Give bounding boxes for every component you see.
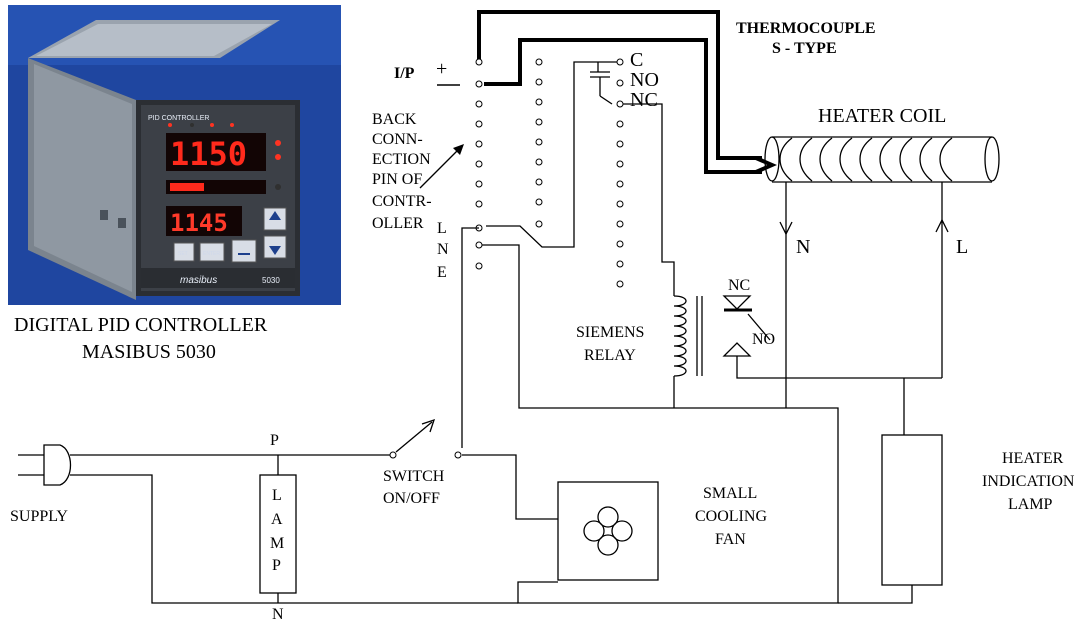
hil-label-2: INDICATION — [982, 473, 1075, 490]
heater-coil-label: HEATER COIL — [818, 105, 946, 127]
relay-coil — [661, 115, 703, 408]
thermocouple-leads — [477, 10, 777, 174]
svg-text:P: P — [272, 557, 281, 574]
svg-text:M: M — [270, 535, 284, 552]
thermocouple-type: S - TYPE — [772, 40, 837, 57]
p-label: P — [270, 432, 279, 449]
main-wiring — [70, 227, 913, 604]
switch-label-2: ON/OFF — [383, 490, 440, 507]
coil-n-label: N — [796, 236, 810, 258]
sv-display: 1145 — [170, 209, 228, 237]
supply-plug — [18, 444, 72, 486]
key-enter: ENTER — [203, 251, 220, 257]
ip-plus: + — [436, 58, 447, 80]
pin-column-1 — [475, 58, 483, 270]
heater-coil — [764, 136, 1000, 183]
svg-text:A: A — [271, 511, 283, 528]
pv-display: 1150 — [170, 135, 247, 173]
ip-label: I/P — [394, 65, 415, 82]
model-number: 5030 — [262, 276, 280, 285]
brand-name: masibus — [180, 275, 217, 286]
coil-l-label: L — [956, 236, 968, 258]
pin-column-3 — [616, 58, 624, 288]
hil-label-3: LAMP — [1008, 496, 1053, 513]
panel-title: PID CONTROLLER — [148, 115, 209, 122]
svg-text:BACK: BACK — [372, 111, 417, 128]
key-set: SET — [178, 251, 188, 257]
relay-c-label: C — [630, 49, 643, 71]
svg-text:ECTION: ECTION — [372, 151, 431, 168]
svg-text:CONN-: CONN- — [372, 131, 423, 148]
relay-nc-label: NC — [630, 89, 658, 111]
switch-label-1: SWITCH — [383, 468, 445, 485]
svg-text:OLLER: OLLER — [372, 215, 424, 232]
svg-text:CONTR-: CONTR- — [372, 193, 432, 210]
svg-text:L: L — [272, 487, 282, 504]
pointer-arrow — [419, 145, 463, 189]
relay-no-label: NO — [630, 69, 659, 91]
relay-name-2: RELAY — [584, 347, 636, 364]
pointer-arrow-head — [453, 144, 464, 155]
supply-label: SUPPLY — [10, 508, 68, 525]
fan-label-3: FAN — [715, 531, 746, 548]
n-label: N — [272, 606, 284, 620]
back-connection-label: BACK CONN- ECTION PIN OF CONTR- OLLER — [372, 111, 432, 232]
pin-column-2 — [535, 58, 543, 228]
fan-label-2: COOLING — [695, 508, 767, 525]
contact-nc-symbol — [722, 295, 752, 310]
fan-label-1: SMALL — [703, 485, 757, 502]
contact-armature — [747, 313, 771, 341]
hil-label-1: HEATER — [1002, 450, 1064, 467]
contact-nc-label: NC — [728, 277, 750, 294]
contact-no-symbol — [722, 342, 752, 357]
cooling-fan — [557, 481, 659, 581]
lamp: L A M P — [259, 474, 297, 594]
relay-contact-symbol — [486, 61, 663, 248]
caption-line1: DIGITAL PID CONTROLLER — [14, 314, 268, 336]
relay-name-1: SIEMENS — [576, 324, 644, 341]
heater-indication-lamp — [881, 434, 943, 586]
caption-line2: MASIBUS 5030 — [82, 341, 216, 363]
controller-photo: PID CONTROLLER 1150 1145 SET ENTER masib… — [8, 5, 341, 305]
power-switch[interactable] — [389, 418, 462, 459]
terminal-e: E — [437, 264, 447, 281]
terminal-l: L — [437, 220, 447, 237]
thermocouple-title: THERMOCOUPLE — [736, 20, 876, 37]
contact-no-label: NO — [752, 331, 775, 348]
svg-text:PIN OF: PIN OF — [372, 171, 422, 188]
terminal-n: N — [437, 241, 449, 258]
